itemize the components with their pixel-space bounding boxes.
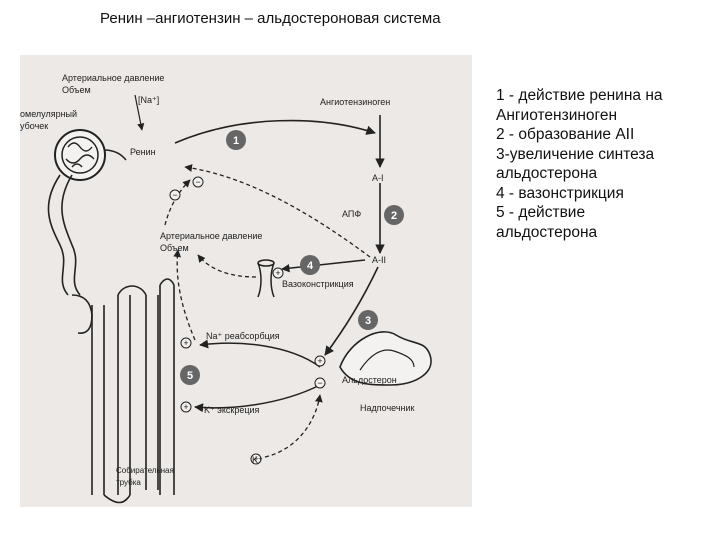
label-renin: Ренин	[130, 147, 156, 157]
svg-text:1: 1	[233, 135, 239, 147]
legend-line: 2 - образование AII	[496, 126, 635, 143]
label-k-plus: K⁺	[252, 455, 263, 465]
label-na-reabsorption: Na⁺ реабсорбция	[206, 331, 280, 341]
legend-line: 1 - действие ренина на	[496, 87, 663, 104]
sign-plus: +	[317, 356, 322, 366]
label-vasoconstriction: Вазоконстрикция	[282, 279, 354, 289]
legend-line: Ангиотензиноген	[496, 106, 618, 124]
label-arterial-pressure-mid: Артериальное давление	[160, 231, 262, 241]
arrow-macula-to-renin	[134, 94, 145, 131]
label-angiotensinogen: Ангиотензиноген	[320, 97, 390, 107]
step-badge-5: 5	[180, 365, 200, 385]
arrow-renin-to-a1	[174, 119, 376, 144]
step-badge-4: 4	[300, 255, 320, 275]
label-k-excretion: K⁺ экскреция	[204, 405, 260, 415]
svg-text:2: 2	[391, 210, 397, 222]
svg-text:3: 3	[365, 315, 371, 327]
sign-minus: −	[195, 177, 200, 187]
legend-line: 4 - вазонстрикция	[496, 184, 624, 202]
glomerulus	[54, 129, 127, 181]
raas-diagram: 1 2 3 4 5 − − + + + − + + Артериальное д…	[20, 55, 472, 507]
sign-plus: +	[183, 402, 188, 412]
label-adrenal: Надпочечник	[360, 403, 415, 413]
sign-markers	[169, 176, 326, 465]
label-apf: АПФ	[342, 209, 361, 219]
label-a1: A-I	[372, 173, 384, 183]
legend-line: альдостерона	[496, 223, 598, 241]
label-a2: A-II	[372, 255, 386, 265]
arrow-aldosterone-to-k	[194, 384, 321, 413]
arrow-a2-feedback	[184, 164, 371, 258]
arrow-k-to-aldosterone	[264, 394, 323, 458]
label-jg-2: убочек	[20, 121, 48, 131]
page-title: Ренин –ангиотензин – альдостероновая сис…	[100, 10, 441, 27]
step-badge-1: 1	[226, 130, 246, 150]
label-collecting-1: Собирательная	[116, 466, 174, 475]
arrow-a2-to-vessel	[281, 259, 366, 273]
arrow-pressure-feedback	[164, 179, 191, 226]
label-volume-top: Объем	[62, 85, 91, 95]
label-arterial-pressure-top: Артериальное давление	[62, 73, 164, 83]
legend-line: альдостерона	[496, 165, 598, 182]
sign-plus: +	[253, 454, 258, 464]
sign-plus: +	[275, 268, 280, 278]
arrow-a2-to-adrenal	[324, 266, 379, 356]
nephron-tubule	[47, 174, 175, 504]
sign-minus: −	[172, 190, 177, 200]
label-volume-mid: Объем	[160, 243, 189, 253]
legend: 1 - действие ренина на Ангиотензиноген 2…	[496, 86, 711, 242]
legend-line: 3-увеличение синтеза	[496, 145, 655, 163]
sign-plus: +	[183, 338, 188, 348]
step-badge-2: 2	[384, 205, 404, 225]
arrow-vaso-to-pressure	[197, 254, 257, 278]
diagram-svg: 1 2 3 4 5 − − + + + − + + Артериальное д…	[20, 73, 432, 504]
adrenal-gland	[339, 331, 432, 386]
svg-text:5: 5	[187, 370, 193, 382]
svg-text:4: 4	[307, 260, 314, 272]
sign-minus: −	[317, 378, 322, 388]
label-aldosterone: Альдостерон	[342, 375, 397, 385]
legend-line: 5 - действие	[496, 204, 586, 221]
vessel	[257, 259, 275, 298]
label-jg-1: омелулярный	[20, 109, 77, 119]
step-badge-3: 3	[358, 310, 378, 330]
arrow-na-to-pressure	[173, 249, 196, 341]
label-collecting-2: трубка	[116, 478, 141, 487]
label-sodium: [Na⁺]	[138, 95, 159, 105]
arrow-aldosterone-to-na	[199, 339, 321, 368]
